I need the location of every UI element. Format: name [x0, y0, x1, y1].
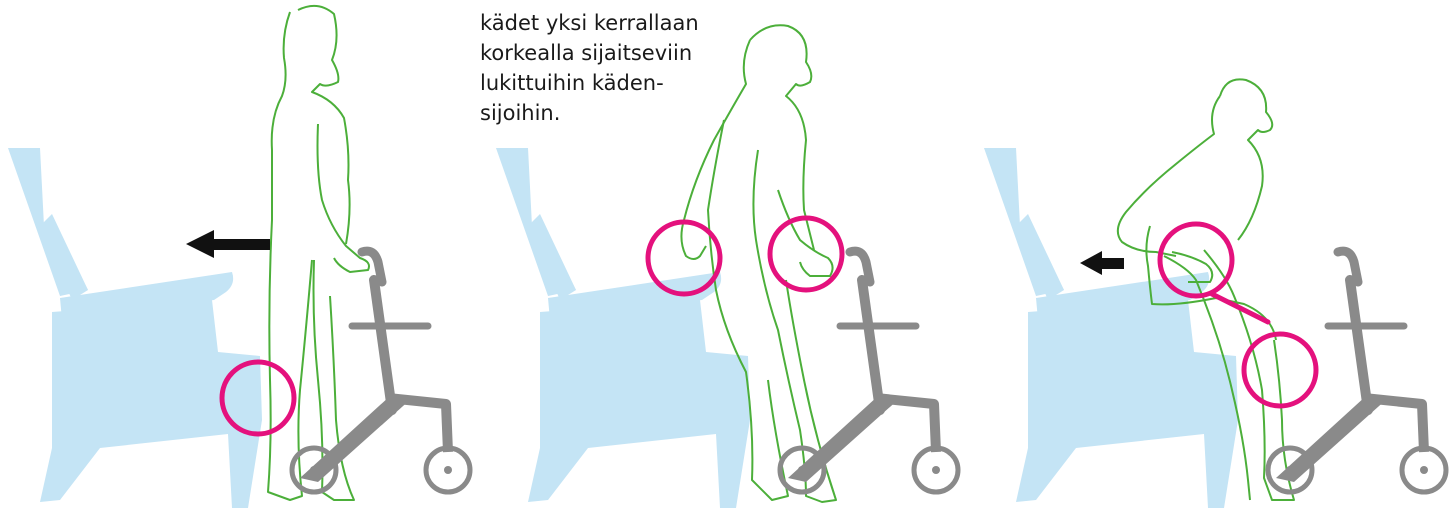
arrow-left-icon — [1080, 251, 1124, 275]
armchair — [8, 148, 262, 508]
armchair — [496, 148, 750, 508]
highlight-connector — [1212, 294, 1268, 322]
panel-step-1 — [8, 6, 470, 508]
walker — [780, 251, 958, 492]
walker — [1268, 251, 1446, 492]
panel-step-3 — [984, 79, 1446, 508]
highlight-circle — [770, 218, 842, 290]
panel-step-2 — [496, 25, 958, 508]
walker — [292, 251, 470, 492]
arrow-left-icon — [186, 230, 270, 258]
armchair — [984, 148, 1238, 508]
